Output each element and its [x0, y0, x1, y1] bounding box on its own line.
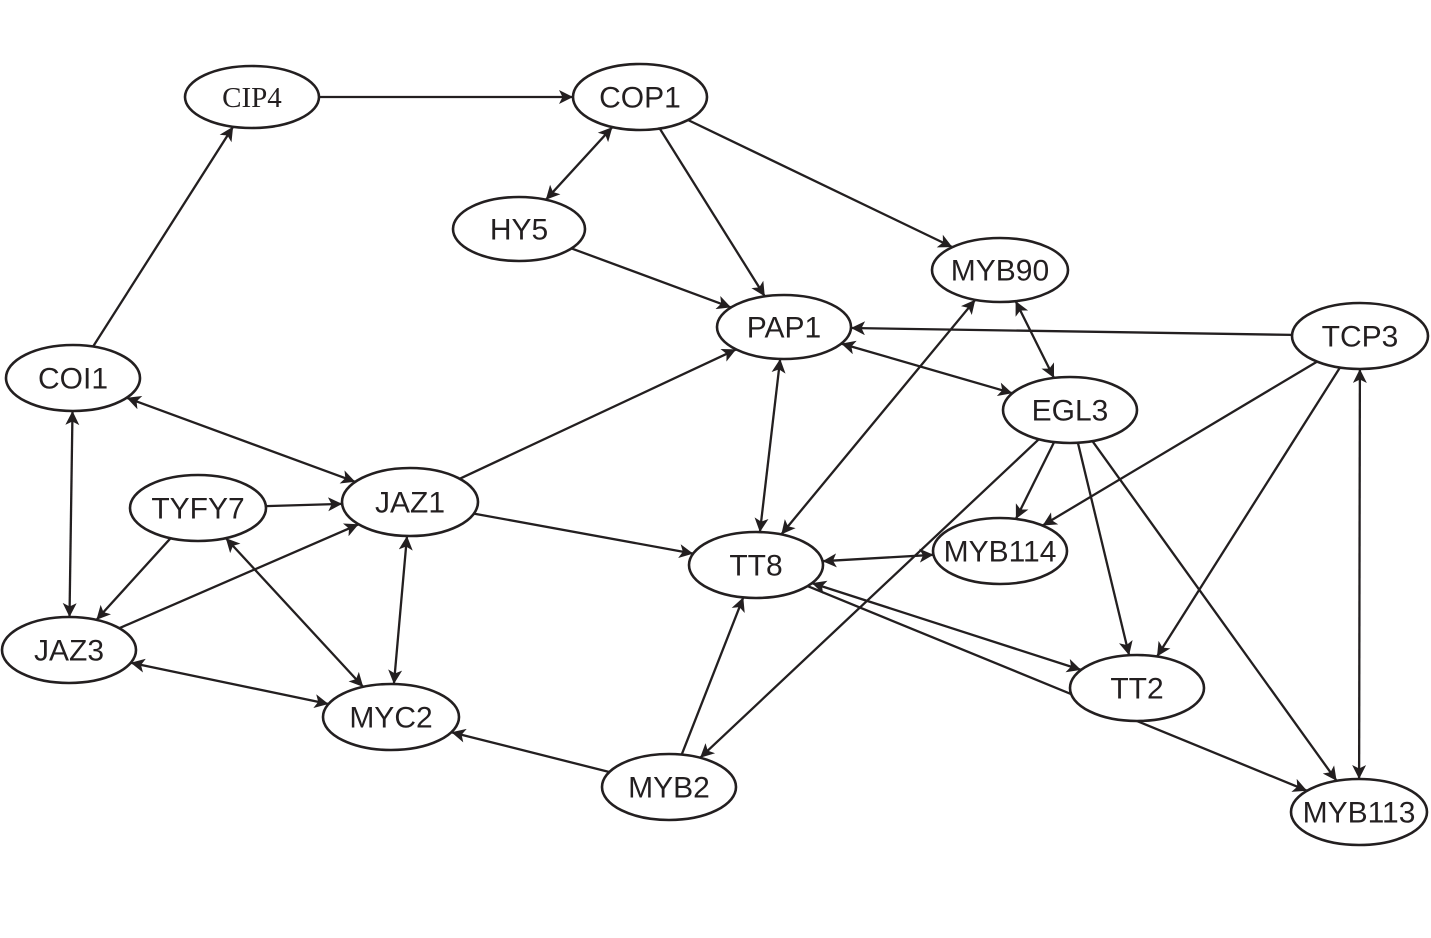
node-myb90: MYB90: [930, 236, 1070, 304]
node-pap1: PAP1: [715, 293, 853, 361]
node-cip4: CIP4: [183, 64, 321, 130]
node-ellipse: [128, 473, 268, 543]
node-ellipse: [4, 343, 142, 413]
node-label: TT2: [1110, 673, 1163, 706]
edge-pap1-to-egl3: [840, 340, 1013, 397]
node-label: MYC2: [349, 702, 432, 735]
node-ellipse: [321, 682, 461, 752]
node-label: PAP1: [747, 312, 822, 345]
edge-tyfy7-to-jaz3: [95, 537, 172, 621]
node-myb2: MYB2: [600, 752, 738, 822]
node-label: COI1: [38, 363, 108, 396]
node-label: TYFY7: [151, 493, 244, 526]
edge-myb2-to-tt8: [680, 596, 745, 756]
node-label: JAZ1: [375, 487, 445, 520]
node-label: COP1: [599, 82, 681, 115]
edge-jaz1-to-myc2: [388, 535, 413, 685]
node-label: TT8: [729, 550, 782, 583]
node-ellipse: [1068, 653, 1206, 723]
edge-coi1-to-jaz1: [126, 396, 356, 484]
node-label: HY5: [490, 214, 548, 247]
node-coi1: COI1: [4, 343, 142, 413]
node-ellipse: [687, 530, 825, 600]
node-ellipse: [340, 466, 480, 538]
node-ellipse: [571, 62, 709, 132]
node-ellipse: [1001, 375, 1139, 445]
node-label: TCP3: [1322, 321, 1399, 354]
node-ellipse: [1289, 777, 1429, 847]
edge-jaz3-to-myc2: [130, 658, 329, 708]
node-ellipse: [930, 236, 1070, 304]
node-ellipse: [0, 615, 138, 685]
node-label: MYB113: [1303, 797, 1416, 830]
node-label: MYB90: [951, 255, 1049, 288]
edge-jaz3-to-jaz1: [118, 523, 360, 630]
node-hy5: HY5: [451, 195, 587, 263]
edge-tyfy7-to-myc2: [224, 537, 365, 688]
edge-tt8-to-tt2: [811, 580, 1082, 673]
edge-coi1-to-jaz3: [62, 410, 80, 618]
edge-cop1-to-pap1: [658, 127, 766, 297]
node-label: MYB114: [944, 536, 1057, 569]
edge-tcp3-to-myb113: [1352, 368, 1367, 780]
node-ellipse: [715, 293, 853, 361]
node-ellipse: [931, 516, 1069, 586]
node-myb113: MYB113: [1289, 777, 1429, 847]
node-jaz1: JAZ1: [340, 466, 480, 538]
node-ellipse: [183, 64, 321, 130]
node-cop1: COP1: [571, 62, 709, 132]
edge-cop1-to-myb90: [687, 118, 953, 249]
edge-egl3-to-myb114: [1014, 441, 1056, 520]
edge-tcp3-to-tt2: [1156, 366, 1341, 658]
edges-layer: [62, 90, 1367, 792]
edge-tt8-to-myb113: [807, 585, 1308, 792]
node-tyfy7: TYFY7: [128, 473, 268, 543]
node-tcp3: TCP3: [1290, 301, 1430, 371]
node-jaz3: JAZ3: [0, 615, 138, 685]
edge-cop1-to-hy5: [544, 126, 614, 201]
edge-tyfy7-to-jaz1: [265, 497, 343, 512]
edge-jaz1-to-tt8: [473, 512, 694, 558]
node-ellipse: [600, 752, 738, 822]
edge-pap1-to-tt8: [754, 358, 786, 533]
edge-jaz1-to-pap1: [459, 348, 737, 480]
edge-tcp3-to-myb114: [1042, 360, 1318, 527]
edge-myb90-to-egl3: [1014, 300, 1056, 379]
node-ellipse: [1290, 301, 1430, 371]
node-tt2: TT2: [1068, 653, 1206, 723]
node-label: MYB2: [628, 772, 710, 805]
edge-coi1-to-cip4: [92, 126, 235, 348]
node-myc2: MYC2: [321, 682, 461, 752]
node-label: JAZ3: [34, 635, 104, 668]
node-label: CIP4: [222, 82, 282, 114]
edge-egl3-to-myb113: [1091, 440, 1338, 782]
edge-myb2-to-myc2: [451, 728, 610, 774]
edge-tt8-to-myb114: [822, 548, 934, 568]
node-tt8: TT8: [687, 530, 825, 600]
edge-egl3-to-tt2: [1076, 442, 1133, 656]
node-egl3: EGL3: [1001, 375, 1139, 445]
edge-myb90-to-tt8: [780, 299, 977, 536]
node-label: EGL3: [1032, 395, 1109, 428]
node-ellipse: [451, 195, 587, 263]
edge-tcp3-to-pap1: [850, 321, 1293, 337]
node-myb114: MYB114: [931, 516, 1069, 586]
edge-hy5-to-pap1: [571, 247, 732, 310]
